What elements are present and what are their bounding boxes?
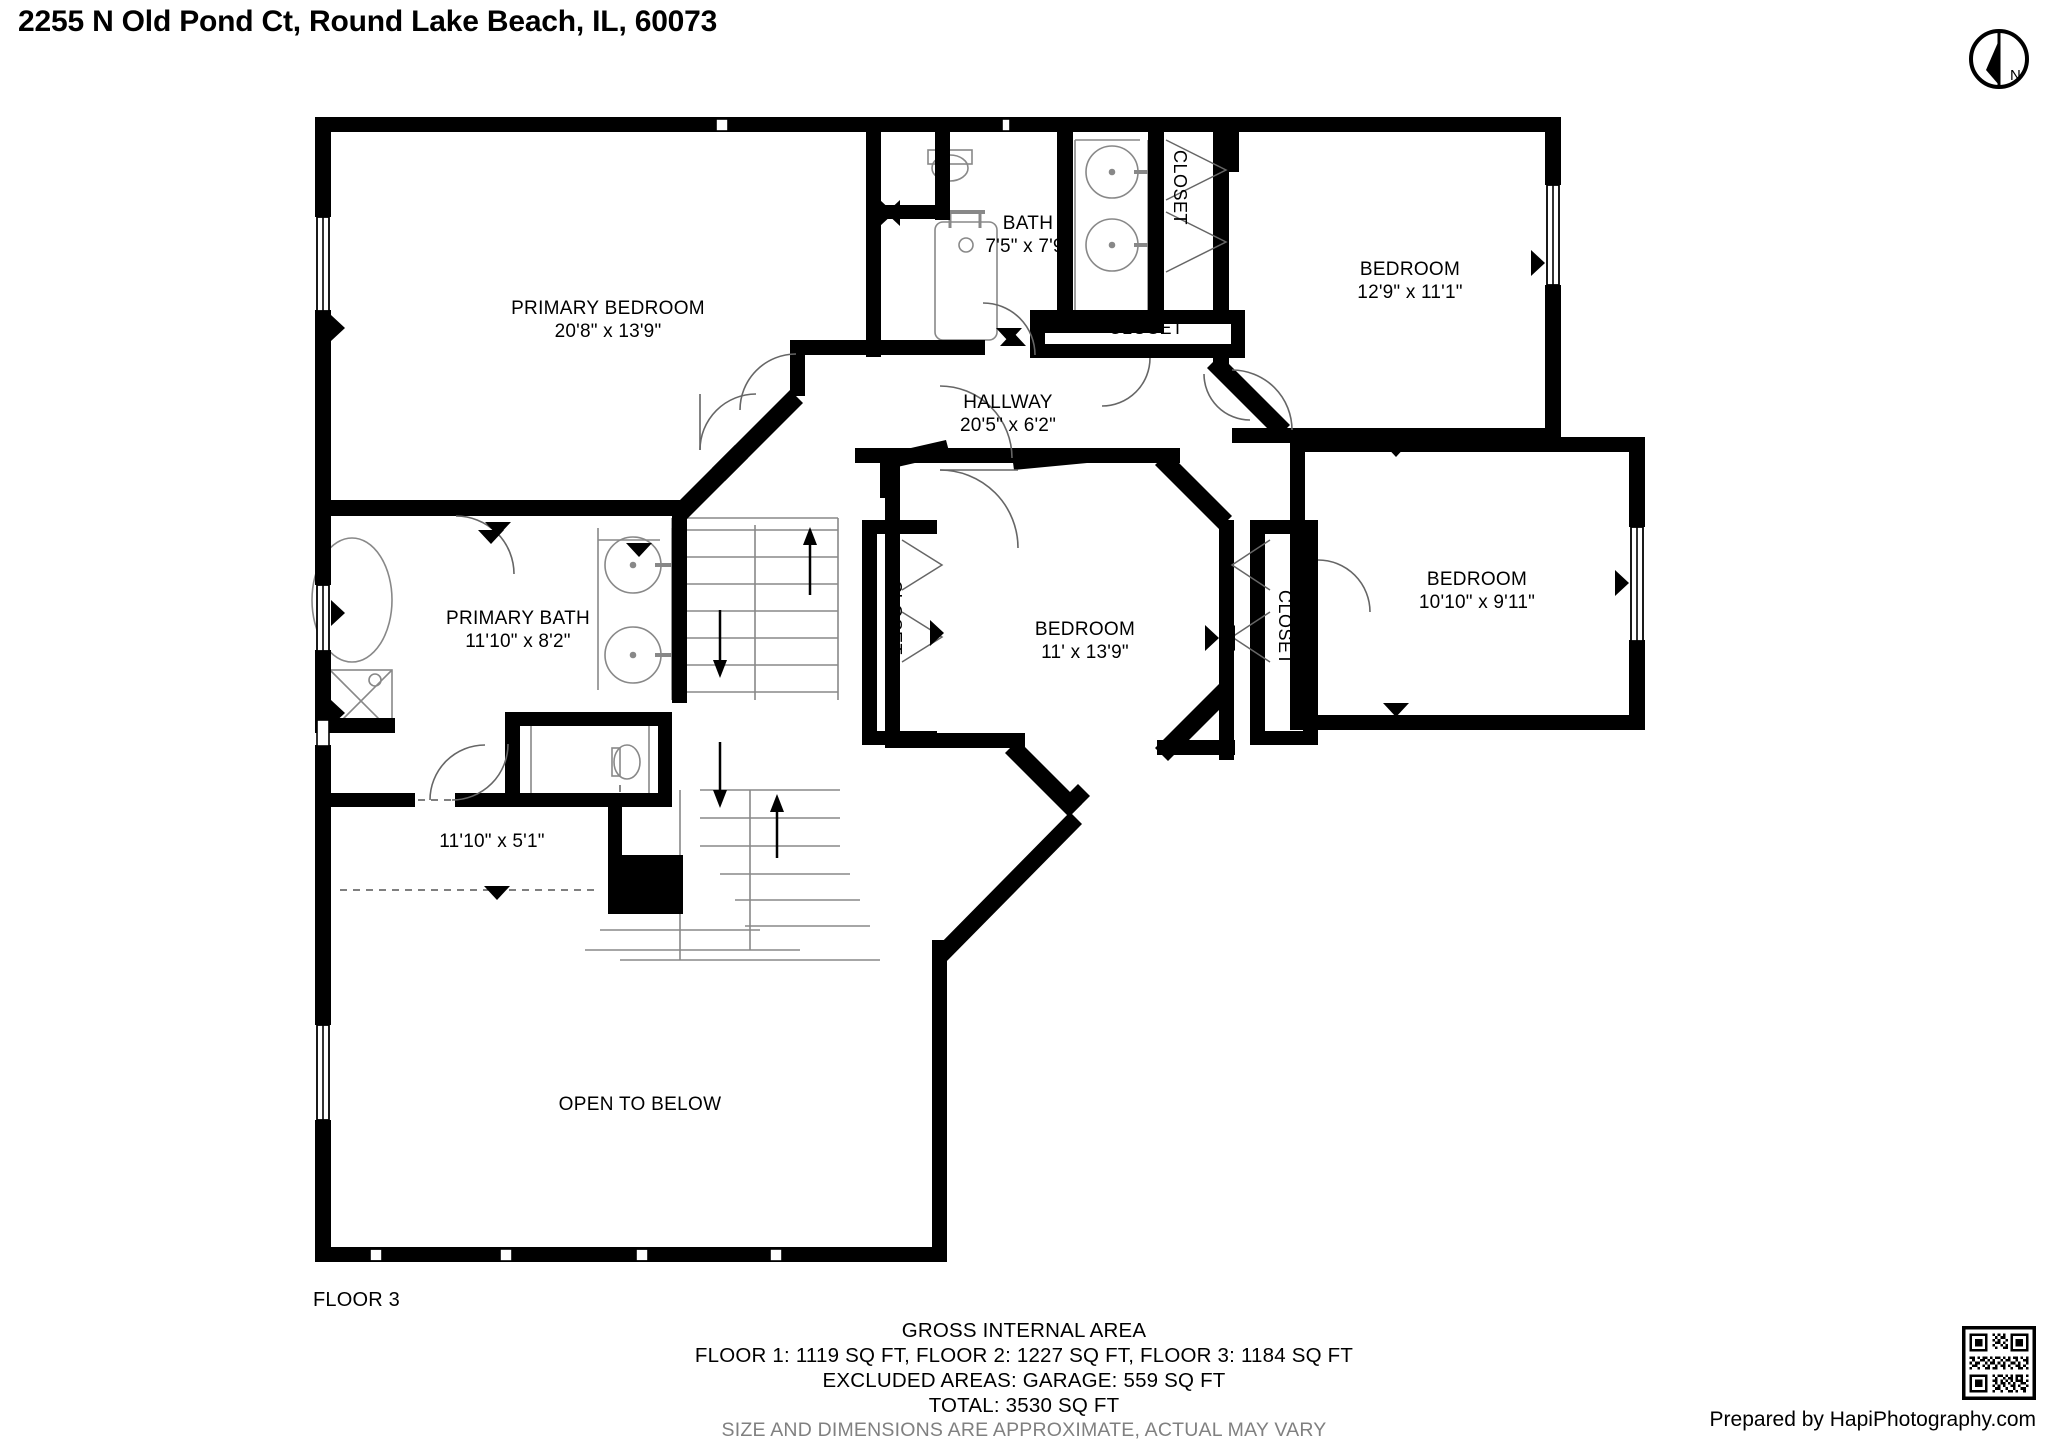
room-dimensions: 11'10" x 5'1" bbox=[439, 831, 545, 852]
room-dimensions: 10'10" x 9'11" bbox=[1418, 592, 1536, 613]
room-label-bedroom-upper-right: BEDROOM 12'9" x 11'1" bbox=[1357, 258, 1462, 304]
room-label-hallway: HALLWAY 20'5" x 6'2" bbox=[960, 391, 1056, 437]
stair-direction-arrows bbox=[713, 527, 817, 858]
closet-label-bath-closet: CLOSET bbox=[1170, 150, 1190, 226]
room-label-primary-bedroom: PRIMARY BEDROOM 20'8" x 13'9" bbox=[511, 297, 705, 343]
room-name: PRIMARY BEDROOM bbox=[511, 298, 705, 319]
room-dimensions: 7'5" x 7'9" bbox=[985, 236, 1071, 257]
compass-north-icon: N bbox=[1968, 26, 2034, 92]
room-label-open-to-below: OPEN TO BELOW bbox=[559, 1093, 722, 1116]
bifold-doors bbox=[901, 139, 1271, 663]
room-dimensions: 11'10" x 8'2" bbox=[465, 631, 571, 652]
page-title: 2255 N Old Pond Ct, Round Lake Beach, IL… bbox=[18, 5, 718, 38]
walls bbox=[315, 117, 1645, 1262]
room-name: BEDROOM bbox=[1359, 259, 1461, 280]
room-dimensions: 20'5" x 6'2" bbox=[959, 415, 1057, 436]
view-direction-markers bbox=[331, 200, 1629, 900]
plan-geometry bbox=[311, 117, 1645, 1262]
room-label-bath: BATH 7'5" x 7'9" bbox=[985, 212, 1070, 258]
closet-label-center-bedroom-left: CLOSET bbox=[885, 580, 905, 656]
closet-label-center-bedroom-right: CLOSET bbox=[1275, 590, 1295, 666]
closet-label-hallway-closet: CLOSET bbox=[1108, 318, 1184, 338]
room-dimensions: 20'8" x 13'9" bbox=[554, 321, 662, 342]
room-label-bedroom-lower-right: BEDROOM 10'10" x 9'11" bbox=[1419, 568, 1535, 614]
room-dimensions: 12'9" x 11'1" bbox=[1357, 282, 1463, 303]
room-dimensions: 11' x 13'9" bbox=[1041, 642, 1129, 663]
qr-code-icon[interactable] bbox=[1961, 1325, 2037, 1401]
excluded-areas: EXCLUDED AREAS: GARAGE: 559 SQ FT bbox=[822, 1369, 1226, 1392]
room-label-primary-bath: PRIMARY BATH 11'10" x 8'2" bbox=[446, 607, 590, 653]
room-label-bedroom-center: BEDROOM 11' x 13'9" bbox=[1035, 618, 1135, 664]
windows bbox=[316, 118, 1644, 1262]
floors-breakdown: FLOOR 1: 1119 SQ FT, FLOOR 2: 1227 SQ FT… bbox=[694, 1344, 1354, 1367]
floor-tag: FLOOR 3 bbox=[313, 1289, 400, 1311]
photography-credit[interactable]: Prepared by HapiPhotography.com bbox=[1709, 1408, 2036, 1431]
room-label-lower-left-closet: 11'10" x 5'1" bbox=[439, 830, 544, 853]
disclaimer: SIZE AND DIMENSIONS ARE APPROXIMATE, ACT… bbox=[721, 1419, 1327, 1441]
room-name: BEDROOM bbox=[1034, 619, 1136, 640]
room-name: HALLWAY bbox=[963, 392, 1053, 413]
gross-internal-area-title: GROSS INTERNAL AREA bbox=[901, 1319, 1147, 1342]
svg-text:N: N bbox=[2010, 67, 2021, 84]
room-name: OPEN TO BELOW bbox=[558, 1094, 722, 1115]
door-swings bbox=[429, 302, 1371, 801]
area-summary: GROSS INTERNAL AREA FLOOR 1: 1119 SQ FT,… bbox=[0, 1318, 2048, 1443]
room-name: PRIMARY BATH bbox=[445, 608, 591, 629]
total-area: TOTAL: 3530 SQ FT bbox=[928, 1394, 1120, 1417]
room-name: BEDROOM bbox=[1426, 569, 1528, 590]
room-name: BATH bbox=[1002, 213, 1054, 234]
